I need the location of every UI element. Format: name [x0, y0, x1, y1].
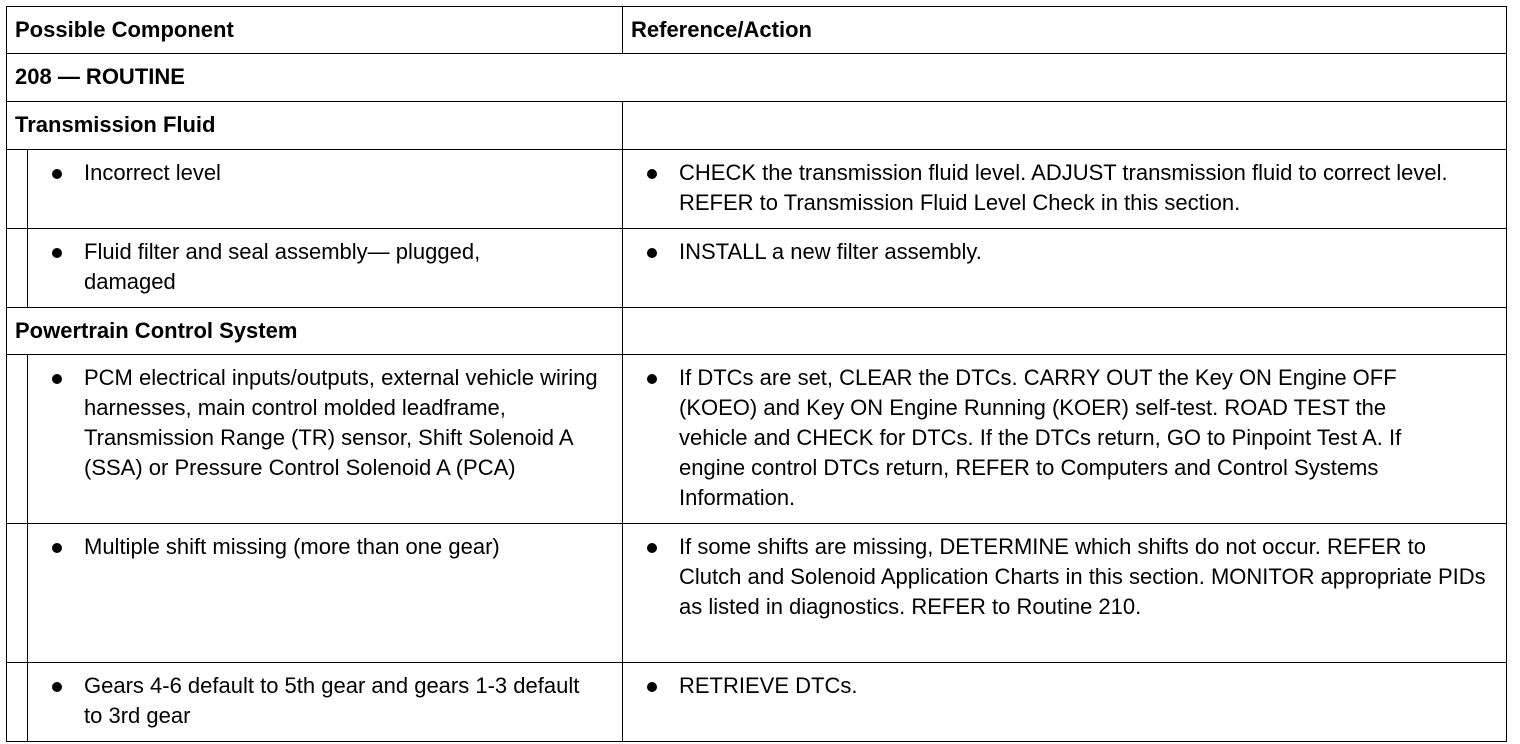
table-row: Gears 4-6 default to 5th gear and gears … [6, 662, 1507, 742]
table-row: Incorrect level CHECK the transmission f… [6, 149, 1507, 229]
bullet-icon [52, 682, 62, 692]
diagnostic-table: Possible Component Reference/Action 208 … [6, 6, 1507, 742]
component-text: Fluid filter and seal assembly— plugged,… [84, 239, 481, 294]
component-cell: Gears 4-6 default to 5th gear and gears … [6, 662, 623, 742]
section-empty-cell [622, 101, 1507, 150]
section-empty-cell [622, 307, 1507, 355]
action-text: INSTALL a new filter assembly. [679, 239, 982, 264]
bullet-icon [52, 169, 62, 179]
action-text: RETRIEVE DTCs. [679, 673, 858, 698]
action-cell: If DTCs are set, CLEAR the DTCs. CARRY O… [622, 354, 1507, 524]
routine-row: 208 — ROUTINE [6, 53, 1507, 102]
section-title: Powertrain Control System [6, 307, 623, 355]
action-text: If some shifts are missing, DETERMINE wh… [679, 534, 1486, 619]
action-text: If DTCs are set, CLEAR the DTCs. CARRY O… [679, 365, 1402, 510]
bullet-icon [647, 543, 657, 553]
action-cell: INSTALL a new filter assembly. [622, 228, 1507, 308]
bullet-icon [647, 169, 657, 179]
bullet-icon [52, 374, 62, 384]
component-cell: Incorrect level [6, 149, 623, 229]
component-text: Incorrect level [84, 160, 221, 185]
action-cell: If some shifts are missing, DETERMINE wh… [622, 523, 1507, 663]
component-text: Multiple shift missing (more than one ge… [84, 534, 500, 559]
component-cell: Multiple shift missing (more than one ge… [6, 523, 623, 663]
component-text: PCM electrical inputs/outputs, external … [84, 365, 598, 480]
bullet-icon [647, 248, 657, 258]
bullet-icon [647, 682, 657, 692]
bullet-icon [52, 248, 62, 258]
action-text: CHECK the transmission fluid level. ADJU… [679, 160, 1448, 215]
component-cell: PCM electrical inputs/outputs, external … [6, 354, 623, 524]
header-reference-action: Reference/Action [622, 6, 1507, 54]
section-row: Transmission Fluid [6, 101, 1507, 150]
diagnostic-table-document: Possible Component Reference/Action 208 … [6, 6, 1507, 742]
component-cell: Fluid filter and seal assembly— plugged,… [6, 228, 623, 308]
routine-title: 208 — ROUTINE [6, 53, 1507, 102]
header-row: Possible Component Reference/Action [6, 6, 1507, 54]
section-title: Transmission Fluid [6, 101, 623, 150]
bullet-icon [647, 374, 657, 384]
bullet-icon [52, 543, 62, 553]
action-cell: RETRIEVE DTCs. [622, 662, 1507, 742]
header-possible-component: Possible Component [6, 6, 623, 54]
table-row: Multiple shift missing (more than one ge… [6, 523, 1507, 663]
table-row: Fluid filter and seal assembly— plugged,… [6, 228, 1507, 308]
action-cell: CHECK the transmission fluid level. ADJU… [622, 149, 1507, 229]
table-row: PCM electrical inputs/outputs, external … [6, 354, 1507, 524]
section-row: Powertrain Control System [6, 307, 1507, 355]
component-text: Gears 4-6 default to 5th gear and gears … [84, 673, 580, 728]
